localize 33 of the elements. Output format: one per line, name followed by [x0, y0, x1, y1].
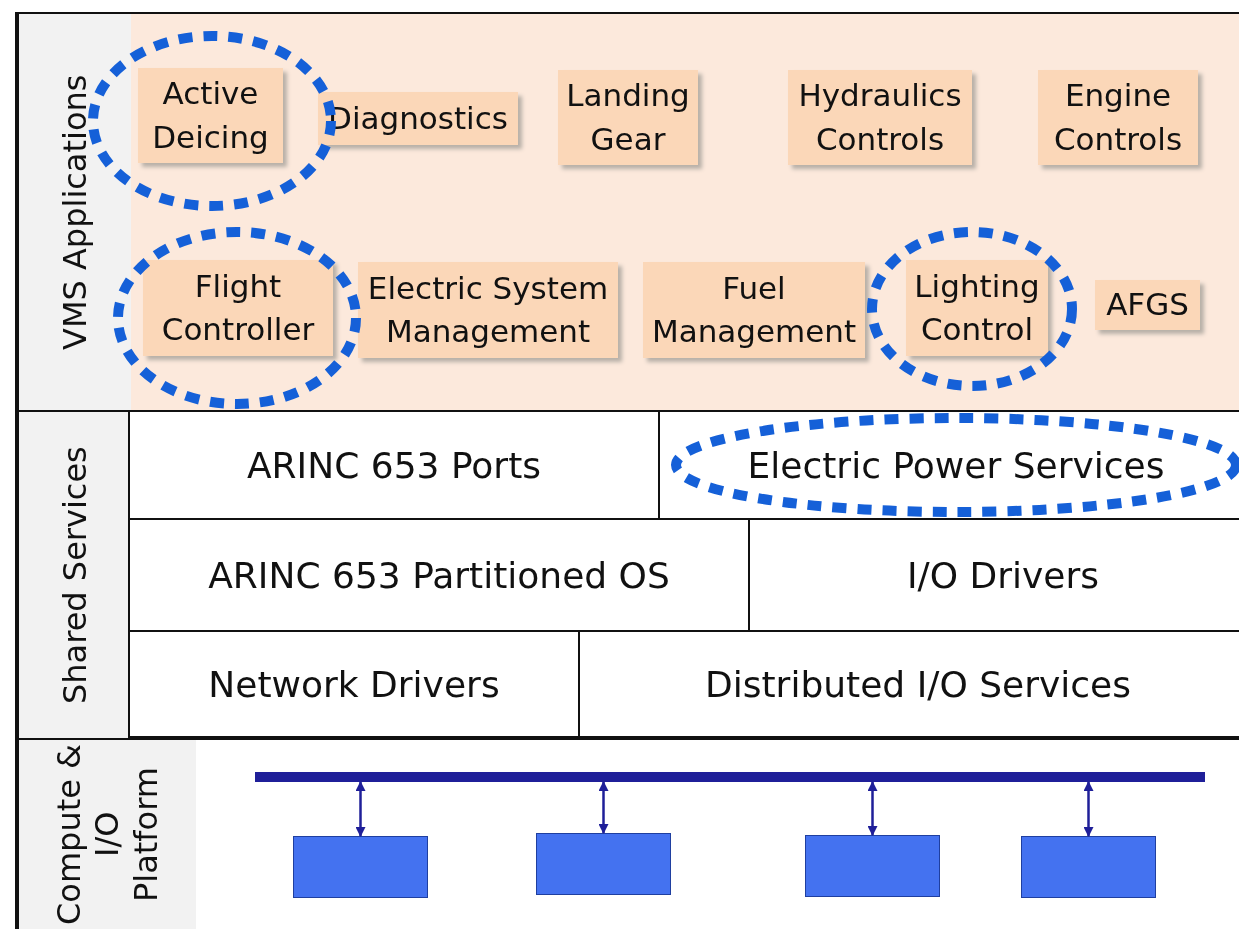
processor-block: [536, 833, 671, 895]
service-label: Network Drivers: [208, 663, 500, 705]
bus-bar: [255, 772, 1205, 782]
layer-band: [15, 410, 1239, 740]
application-box: Flight Controller: [143, 260, 333, 356]
highlight-ellipse: [866, 226, 1078, 392]
application-box: Engine Controls: [1038, 70, 1198, 165]
application-box: Fuel Management: [643, 262, 865, 358]
service-label: Distributed I/O Services: [705, 663, 1131, 705]
application-box: Diagnostics: [318, 92, 518, 145]
service-label: Electric Power Services: [747, 444, 1165, 486]
processor-block: [293, 836, 428, 898]
application-box: Electric System Management: [358, 262, 618, 358]
application-box: AFGS: [1095, 280, 1200, 330]
arrow: [1083, 781, 1094, 837]
application-box: Landing Gear: [558, 70, 698, 165]
arrow: [355, 781, 366, 837]
service-block: [128, 630, 580, 738]
arrow: [867, 781, 878, 836]
application-box: Hydraulics Controls: [788, 70, 972, 165]
service-label: I/O Drivers: [906, 554, 1100, 596]
layer-title: Compute & I/O Platform: [17, 740, 196, 929]
service-label: ARINC 653 Ports: [246, 444, 541, 486]
layer-title: VMS Applications: [17, 14, 131, 410]
application-box: Lighting Control: [906, 260, 1048, 356]
processor-block: [1021, 836, 1156, 898]
layer-band: [15, 12, 1239, 412]
highlight-ellipse: [112, 226, 362, 410]
layer-title: Shared Services: [17, 412, 131, 738]
service-label: ARINC 653 Partitioned OS: [208, 554, 670, 596]
application-box: Active Deicing: [138, 68, 283, 163]
processor-block: [805, 835, 940, 897]
arrow: [598, 781, 609, 834]
